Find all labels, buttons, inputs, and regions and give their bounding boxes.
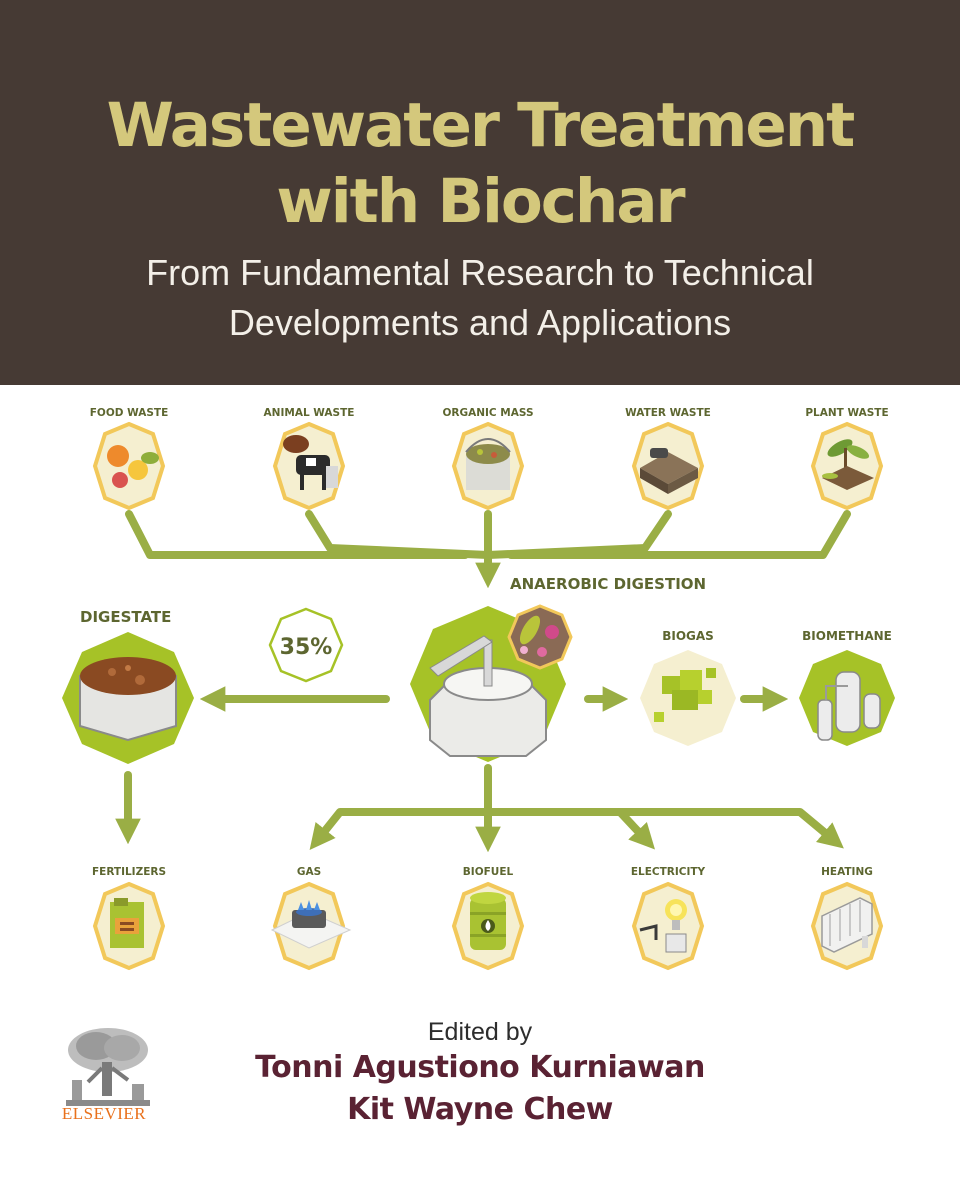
output-label-biofuel: BIOFUEL <box>463 866 514 878</box>
organic-mass-icon <box>451 421 525 511</box>
publisher-name: ELSEVIER <box>61 1104 147 1123</box>
cover-title-line-2: with Biochar <box>276 166 685 237</box>
water-waste-icon <box>631 421 705 511</box>
bacteria-icon <box>507 604 573 670</box>
process-label-anaerobic-digestion: ANAEROBIC DIGESTION <box>510 575 706 593</box>
plant-waste-icon <box>810 421 884 511</box>
animal-waste-icon <box>272 421 346 511</box>
fertilizer-icon <box>92 881 166 971</box>
biogas-label: BIOGAS <box>662 629 714 643</box>
percent-badge-value: 35% <box>280 635 333 660</box>
biogas-icon <box>640 650 736 746</box>
digestate-label: DIGESTATE <box>80 608 171 626</box>
output-label-electricity: ELECTRICITY <box>631 866 706 878</box>
cover-header: Wastewater Treatment with Biochar From F… <box>0 0 960 385</box>
cover-subtitle-line-1: From Fundamental Research to Technical <box>146 252 814 293</box>
gas-stove-icon <box>270 881 352 971</box>
heating-radiator-icon <box>810 881 884 971</box>
biomethane-label: BIOMETHANE <box>802 629 892 643</box>
process-diagram: FOOD WASTE ANIMAL WASTE ORGANIC MASS WAT… <box>62 407 895 971</box>
distribution-pipes <box>309 764 844 853</box>
edited-by-label: Edited by <box>427 1018 533 1046</box>
source-label-food-waste: FOOD WASTE <box>90 407 169 419</box>
source-label-plant-waste: PLANT WASTE <box>805 407 888 419</box>
digestate-tank-icon <box>62 632 194 764</box>
biomethane-icon <box>799 650 895 746</box>
percent-badge: 35% <box>268 607 344 683</box>
editor-name-2: Kit Wayne Chew <box>347 1092 613 1127</box>
cover-title-line-1: Wastewater Treatment <box>106 90 856 161</box>
output-label-gas: GAS <box>297 866 321 878</box>
electricity-icon <box>631 881 705 971</box>
output-label-heating: HEATING <box>821 866 873 878</box>
output-label-fertilizers: FERTILIZERS <box>92 866 166 878</box>
source-label-organic-mass: ORGANIC MASS <box>442 407 533 419</box>
elsevier-tree-icon <box>66 1028 150 1108</box>
biofuel-barrel-icon <box>451 881 525 971</box>
source-label-animal-waste: ANIMAL WASTE <box>264 407 355 419</box>
source-label-water-waste: WATER WASTE <box>625 407 711 419</box>
cover-subtitle-line-2: Developments and Applications <box>228 302 732 343</box>
food-waste-icon <box>92 421 166 511</box>
collector-pipes <box>125 510 851 589</box>
editor-name-1: Tonni Agustiono Kurniawan <box>255 1050 705 1085</box>
